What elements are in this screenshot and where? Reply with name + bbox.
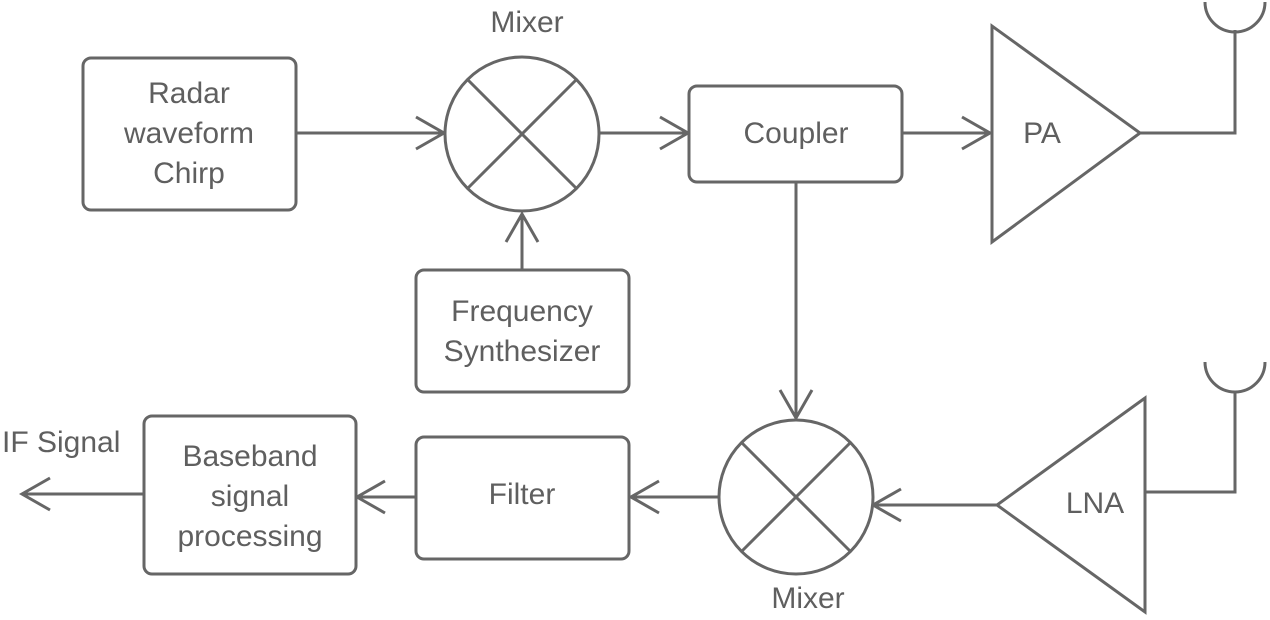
arrow-icon	[961, 115, 994, 151]
baseband-line-1: Baseband	[182, 440, 317, 473]
radar-waveform-block: Radar waveform Chirp	[81, 56, 298, 212]
arrow-icon	[778, 389, 814, 422]
filter-block: Filter	[414, 435, 631, 561]
low-noise-amplifier: LNA	[994, 395, 1147, 615]
baseband-line-2: signal	[211, 480, 289, 513]
amplifier-icon	[994, 395, 1147, 615]
pa-label: PA	[1023, 117, 1061, 150]
mixer-icon	[717, 418, 875, 576]
mixer-rx-label: Mixer	[771, 582, 844, 615]
amplifier-icon	[990, 23, 1143, 245]
antenna-icon	[1203, 361, 1267, 394]
if-signal-label: IF Signal	[2, 426, 120, 459]
mixer-icon	[443, 55, 601, 213]
mixer-tx: Mixer	[443, 6, 601, 213]
arrow-icon	[18, 476, 51, 512]
baseband-line-3: processing	[177, 520, 322, 553]
arrow-icon	[504, 210, 540, 243]
connector-pa-to-antenna	[1140, 30, 1237, 135]
arrow-icon	[627, 479, 660, 515]
radar-waveform-line-3: Chirp	[153, 157, 225, 190]
freq-synth-line-1: Frequency	[451, 295, 593, 328]
coupler-block: Coupler	[687, 84, 904, 184]
antenna-icon	[1203, 1, 1267, 34]
baseband-processing-block: Baseband signal processing	[142, 414, 358, 576]
radar-waveform-line-1: Radar	[148, 77, 230, 110]
mixer-rx: Mixer	[717, 418, 875, 615]
filter-label: Filter	[489, 478, 556, 511]
connector-antenna-to-lna	[1146, 392, 1237, 494]
power-amplifier: PA	[990, 23, 1143, 245]
radar-waveform-line-2: waveform	[123, 117, 254, 150]
frequency-synthesizer-block: Frequency Synthesizer	[414, 268, 631, 394]
mixer-tx-label: Mixer	[490, 6, 563, 39]
coupler-label: Coupler	[743, 117, 848, 150]
lna-label: LNA	[1066, 487, 1124, 520]
freq-synth-line-2: Synthesizer	[444, 335, 601, 368]
